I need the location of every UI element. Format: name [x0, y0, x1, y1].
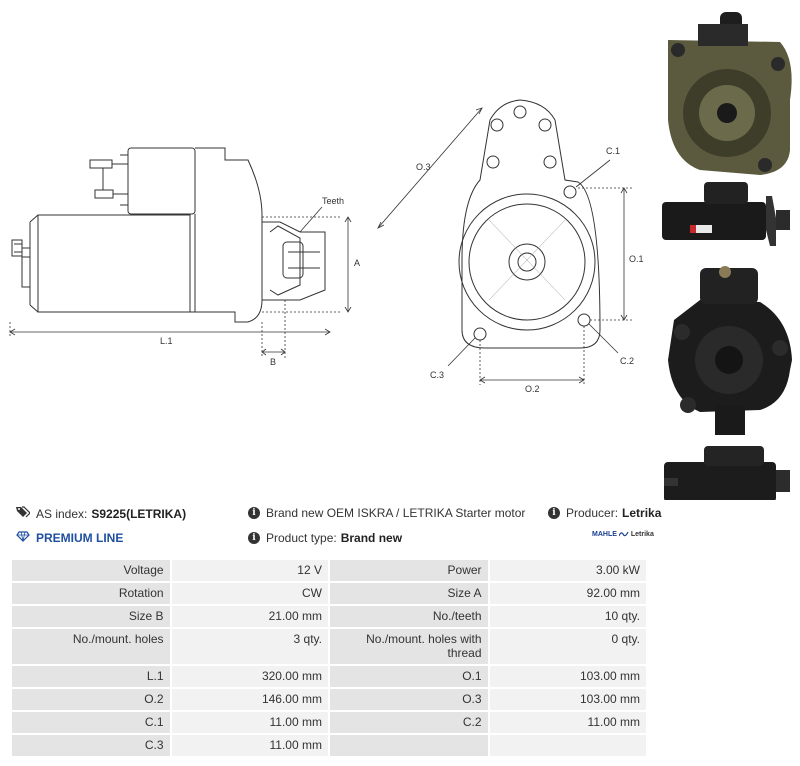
- spec-value: 3 qty.: [169, 627, 330, 666]
- premium-line-text: PREMIUM LINE: [36, 531, 124, 545]
- spec-key: No./mount. holes: [10, 627, 172, 666]
- as-index: AS index: S9225(LETRIKA): [16, 506, 186, 521]
- spec-key: O.2: [10, 687, 172, 712]
- label-c1: C.1: [606, 146, 620, 156]
- info-icon: i: [548, 507, 560, 519]
- table-row: Rotation CW Size A 92.00 mm: [10, 581, 649, 606]
- spec-value: 12 V: [169, 558, 330, 583]
- technical-drawing: Teeth A B L.1 O.3 C.1 O.1 C.2 C.3 O.2: [9, 12, 792, 500]
- label-o3: O.3: [416, 162, 431, 172]
- product-photo-side: [662, 182, 790, 246]
- spec-key: [327, 733, 490, 758]
- table-row: L.1 320.00 mm O.1 103.00 mm: [10, 664, 649, 689]
- spec-value: 11.00 mm: [487, 710, 649, 735]
- spec-key: L.1: [10, 664, 172, 689]
- table-row: Voltage 12 V Power 3.00 kW: [10, 558, 649, 583]
- spec-key: Size B: [10, 604, 172, 629]
- spec-key: O.1: [327, 664, 490, 689]
- spec-key: No./mount. holes with thread: [327, 627, 490, 666]
- tags-icon: [16, 506, 31, 521]
- table-row: C.3 11.00 mm: [10, 733, 649, 758]
- table-row: No./mount. holes 3 qty. No./mount. holes…: [10, 627, 649, 666]
- side-view-drawing: [11, 147, 326, 323]
- logo-wave-icon: [618, 531, 629, 537]
- label-o2: O.2: [525, 384, 540, 394]
- spec-value: 0 qty.: [487, 627, 649, 666]
- spec-key: C.3: [10, 733, 172, 758]
- product-photo-front: [668, 12, 792, 175]
- spec-value: 92.00 mm: [487, 581, 649, 606]
- spec-key: Power: [327, 558, 490, 583]
- product-type-value: Brand new: [340, 531, 403, 545]
- spec-value: 320.00 mm: [169, 664, 330, 689]
- description: i Brand new OEM ISKRA / LETRIKA Starter …: [248, 506, 525, 520]
- label-c2: C.2: [620, 356, 634, 366]
- product-type: i Product type: Brand new: [248, 531, 402, 545]
- mahle-letrika-logo: MAHLE Letrika: [592, 531, 654, 538]
- spec-key: Voltage: [10, 558, 172, 583]
- side-view-dimensions: [9, 206, 352, 358]
- spec-key: C.2: [327, 710, 490, 735]
- spec-value: 103.00 mm: [487, 687, 649, 712]
- table-row: Size B 21.00 mm No./teeth 10 qty.: [10, 604, 649, 629]
- diamond-icon: [16, 531, 30, 545]
- table-row: C.1 11.00 mm C.2 11.00 mm: [10, 710, 649, 735]
- logo-sub: Letrika: [630, 531, 654, 538]
- as-index-value: S9225(LETRIKA): [91, 506, 187, 521]
- spec-key: No./teeth: [327, 604, 490, 629]
- label-a: A: [354, 258, 360, 268]
- logo-brand: MAHLE: [592, 531, 617, 538]
- label-b: B: [270, 357, 276, 367]
- product-photo-side-2: [664, 446, 790, 500]
- spec-value: [487, 733, 649, 758]
- product-photo-rear: [668, 266, 792, 435]
- spec-key: Size A: [327, 581, 490, 606]
- label-teeth: Teeth: [322, 196, 344, 206]
- table-row: O.2 146.00 mm O.3 103.00 mm: [10, 687, 649, 712]
- spec-key: Rotation: [10, 581, 172, 606]
- description-text: Brand new OEM ISKRA / LETRIKA Starter mo…: [266, 506, 526, 520]
- producer: i Producer: Letrika: [548, 506, 661, 520]
- front-view-dimensions: [377, 107, 632, 385]
- producer-label: Producer:: [566, 506, 619, 520]
- spec-value: 11.00 mm: [169, 733, 330, 758]
- info-icon: i: [248, 532, 260, 544]
- spec-value: 21.00 mm: [169, 604, 330, 629]
- spec-value: 103.00 mm: [487, 664, 649, 689]
- spec-value: 146.00 mm: [169, 687, 330, 712]
- spec-value: 11.00 mm: [169, 710, 330, 735]
- as-index-label: AS index:: [36, 506, 88, 521]
- label-c3: C.3: [430, 370, 444, 380]
- spec-key: C.1: [10, 710, 172, 735]
- spec-value: 10 qty.: [487, 604, 649, 629]
- spec-key: O.3: [327, 687, 490, 712]
- info-icon: i: [248, 507, 260, 519]
- spec-value: 3.00 kW: [487, 558, 649, 583]
- front-view-drawing: [458, 99, 601, 349]
- product-type-label: Product type:: [266, 531, 337, 545]
- specs-table: Voltage 12 V Power 3.00 kW Rotation CW S…: [10, 558, 649, 758]
- premium-line: PREMIUM LINE: [16, 531, 123, 545]
- label-l1: L.1: [160, 336, 173, 346]
- spec-value: CW: [169, 581, 330, 606]
- label-o1: O.1: [629, 254, 644, 264]
- producer-value: Letrika: [622, 506, 662, 520]
